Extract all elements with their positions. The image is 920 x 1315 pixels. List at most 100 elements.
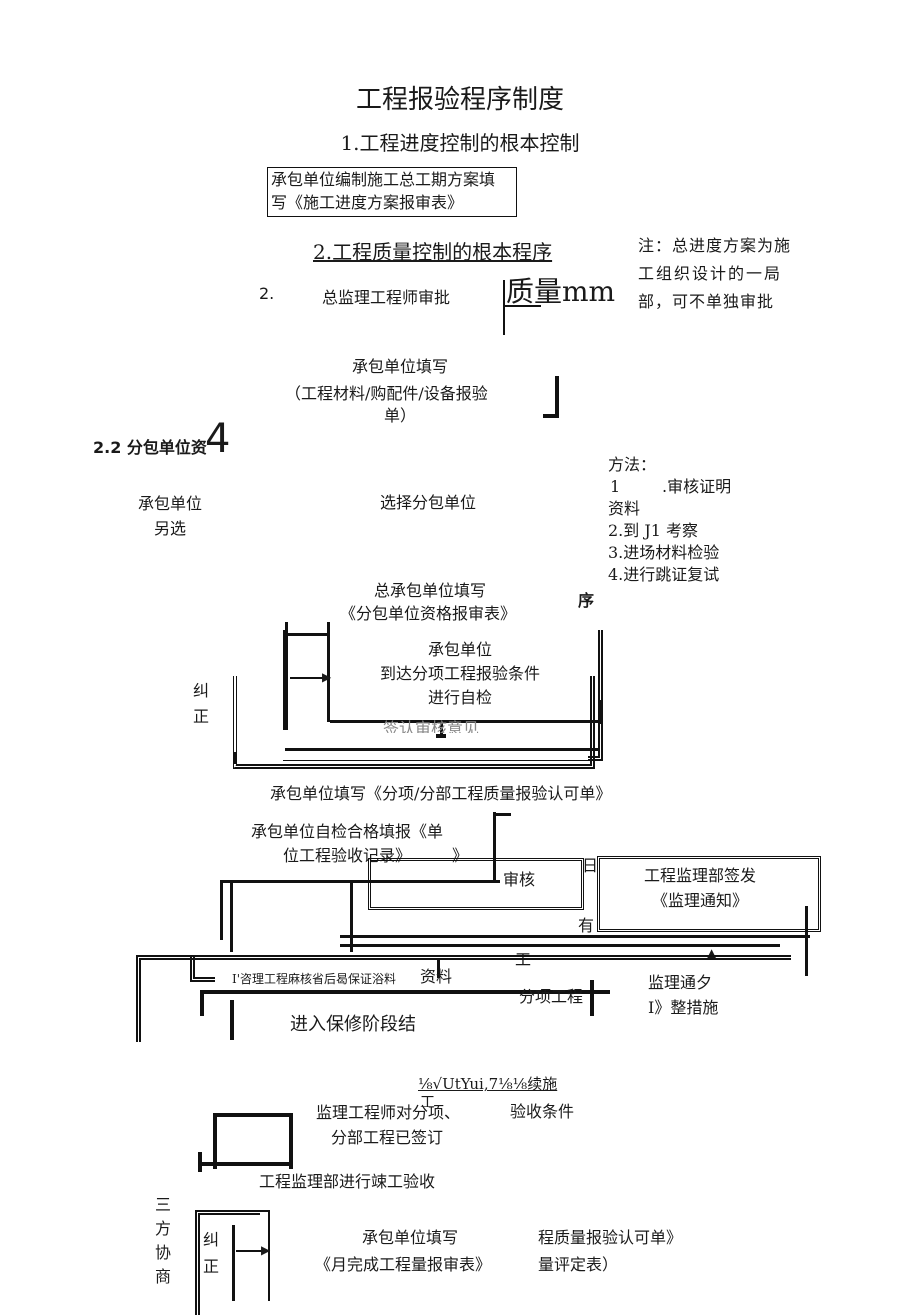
flow-line [330, 720, 600, 723]
flow-line [230, 1000, 234, 1040]
supervisor-notice-2: I》整措施 [648, 998, 719, 1017]
page-title: 工程报验程序制度 [355, 85, 564, 115]
note-line-2: 工组织设计的一局 [638, 264, 783, 283]
flow-line [200, 990, 610, 994]
quality-underline [503, 305, 541, 307]
flow-line [440, 722, 443, 738]
flow-line [493, 813, 511, 816]
number-2-label: 2. [259, 284, 275, 303]
contractor-selfcheck-3: 进行自检 [427, 688, 492, 707]
flow-line [290, 677, 330, 679]
flow-line [285, 633, 330, 636]
quality-acceptance-2: 量评定表） [538, 1255, 619, 1274]
flow-line [230, 940, 233, 952]
three-party-3: 协 [155, 1243, 172, 1262]
general-contractor-fill-1: 总承包单位填写 [373, 581, 486, 600]
xu-char: 序 [578, 591, 595, 610]
general-contractor-fill-2: 《分包单位资格报审表》 [340, 604, 517, 623]
flow-line [340, 935, 810, 938]
contractor-selfcheck-2: 到达分项工程报验条件 [379, 664, 540, 683]
flow-line [233, 752, 236, 764]
three-party-2: 方 [155, 1219, 172, 1238]
flow-line [590, 980, 594, 1016]
contractor-fill-sub-form: 承包单位填写《分项/分部工程质量报验认可单》 [270, 784, 612, 803]
enter-warranty: 进入保修阶段结 [290, 1014, 416, 1035]
section-1-heading: 1.工程进度控制的根本控制 [340, 131, 580, 155]
fragment-ziliao: 资料 [420, 967, 453, 986]
supervisor-review-line: I'咨理工程麻核省后曷保证浴料 [232, 972, 397, 986]
contractor-fill-material-line-3: 单） [383, 406, 416, 425]
method-line-7: 4.进行跳证复试 [608, 565, 720, 584]
contractor-alt-line-1: 承包单位 [137, 494, 202, 513]
fragment-you: 有 [578, 916, 595, 935]
arrow-head: ▶ [322, 670, 332, 684]
flow-line [327, 622, 330, 722]
section-2-2-heading: 2.2 分包单位资 [93, 438, 207, 457]
supervisor-signed-1: 监理工程师对分项、 [316, 1103, 461, 1122]
note-line-3: 部，可不单独审批 [638, 292, 775, 311]
arrow-head: ▶ [261, 1243, 271, 1257]
contractor-fill-material-line-2: （工程材料/购配件/设备报验 [285, 384, 488, 403]
flow-line [268, 1210, 270, 1301]
flow-line [195, 1210, 270, 1212]
zheng-label-1: 正 [193, 707, 210, 726]
three-party-4: 商 [155, 1267, 172, 1286]
fragment-ri: 日 [582, 856, 599, 875]
method-line-4: 资料 [608, 499, 641, 518]
progress-plan-box [267, 167, 517, 217]
flow-line [230, 880, 233, 952]
flow-line [598, 700, 601, 724]
bracket-vertical [555, 376, 559, 418]
progress-plan-line-2: 写《施工进度方案报审表》 [271, 193, 464, 212]
method-line-3: .审核证明 [662, 477, 732, 496]
garbled-text: ⅛√UtYui,7⅛⅛续施 [418, 1075, 558, 1093]
arrow-head [436, 734, 446, 738]
flow-line [805, 906, 808, 976]
chief-engineer-approval: 总监理工程师审批 [322, 288, 451, 307]
bottom-bracket [195, 1210, 260, 1315]
fragment-gong-2: 工 [420, 1093, 436, 1107]
issue-notice-2: 《监理通知》 [651, 891, 748, 910]
acceptance-condition: 验收条件 [510, 1102, 575, 1121]
flow-line [437, 960, 440, 978]
flow-line [232, 1225, 235, 1301]
flow-line [213, 1113, 217, 1169]
divider-line [503, 280, 505, 335]
jiu-label-1: 纠 [193, 681, 210, 700]
jiu-label-2: 纠 [203, 1230, 220, 1249]
outer-bracket [136, 955, 791, 1042]
text-bg [230, 972, 420, 988]
note-line-1: 注：总进度方案为施 [638, 236, 792, 255]
flow-line [220, 880, 500, 883]
select-subcontractor: 选择分包单位 [380, 493, 477, 512]
contractor-fill-material-line-1: 承包单位填写 [351, 357, 448, 376]
flow-line [350, 880, 353, 950]
contractor-alt-line-2: 另选 [153, 519, 186, 538]
three-party-1: 三 [155, 1195, 172, 1214]
notice-box [597, 856, 821, 932]
final-acceptance: 工程监理部进行竦工验收 [259, 1172, 436, 1191]
section-2-heading: 2.工程质量控制的根本程序 [313, 240, 553, 264]
flow-line [198, 1162, 293, 1166]
faded-review-opinion: 签认审核意见 [383, 719, 480, 733]
arrow-head: ▲ [707, 946, 717, 960]
flow-line [285, 748, 600, 751]
flow-line [200, 990, 204, 1016]
review-label: 审核 [503, 870, 536, 889]
flow-line [213, 1113, 293, 1117]
monthly-form-2: 《月完成工程量报审表》 [315, 1255, 492, 1274]
text-bg [360, 638, 560, 708]
method-line-2: 1 [610, 477, 621, 496]
flow-line [236, 1250, 266, 1252]
flow-line [350, 940, 353, 952]
bracket-horizontal [543, 414, 559, 418]
contractor-selfcheck-1: 承包单位 [427, 640, 492, 659]
flow-line [340, 944, 780, 947]
method-line-6: 3.进场材料检验 [608, 543, 720, 562]
issue-notice-1: 工程监理部签发 [643, 866, 756, 885]
big-number-4: 4 [205, 416, 231, 462]
method-line-5: 2.到 J1 考察 [608, 521, 699, 540]
supervisor-signed-2: 分部工程已签订 [331, 1128, 444, 1147]
review-box [368, 858, 584, 910]
flow-gap [238, 730, 588, 760]
